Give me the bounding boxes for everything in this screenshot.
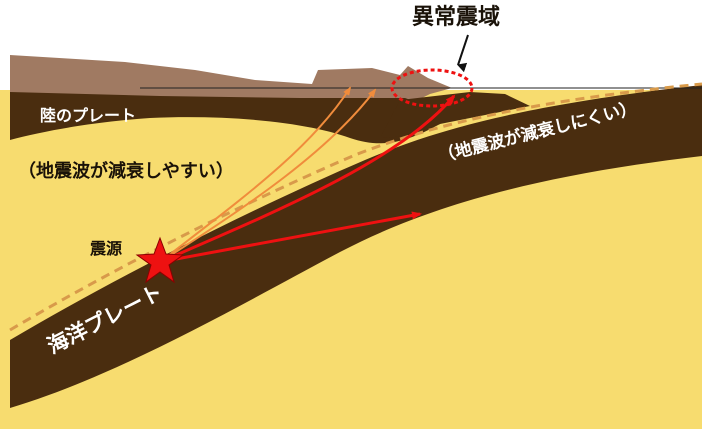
continental-surface	[10, 55, 452, 100]
wave-ray-weak-2	[159, 88, 377, 263]
hypocenter-label: 震源	[89, 239, 122, 258]
continental-note-label: （地震波が減衰しやすい）	[18, 160, 234, 182]
wave-ray-weak-1	[159, 86, 352, 263]
wave-ray-strong-in-slab	[159, 211, 422, 264]
down-arrow-icon	[457, 34, 469, 73]
anomaly-zone-label: 異常震域	[412, 4, 500, 30]
anomaly-zone-outline	[390, 68, 474, 108]
continental-plate-label: 陸のプレート	[40, 106, 136, 125]
accretionary-wedge	[380, 92, 530, 138]
wave-ray-strong-to-anomaly	[159, 94, 456, 264]
star-icon	[135, 236, 185, 284]
oceanic-plate-body	[10, 85, 702, 408]
continental-plate-body	[10, 92, 445, 144]
plate-boundary-dashed	[9, 82, 702, 332]
